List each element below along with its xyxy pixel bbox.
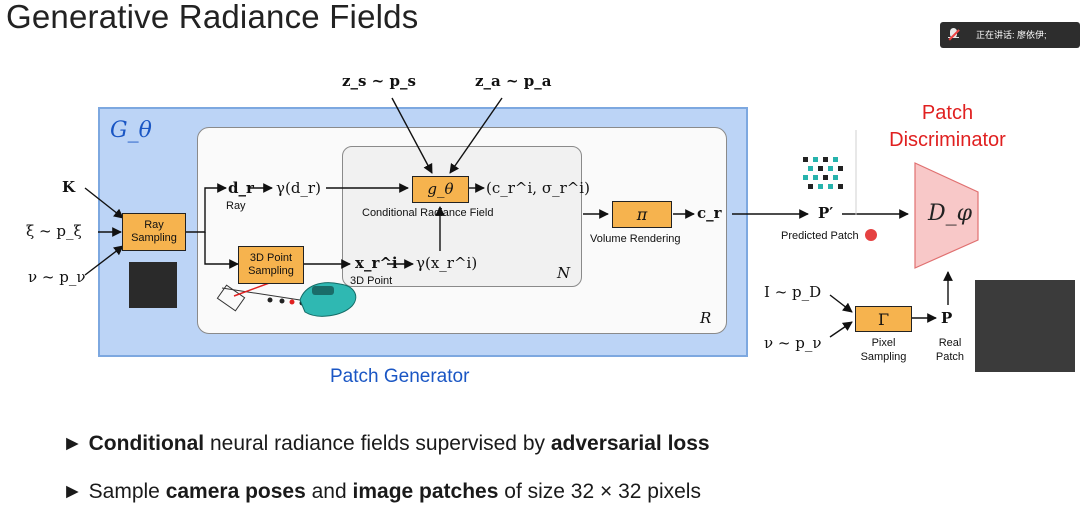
speaker-indicator: 正在讲话: 廖依伊;	[940, 22, 1080, 48]
bullet-arrow-icon: ►	[62, 432, 83, 455]
ray-label: Ray	[226, 200, 246, 212]
volume-rendering-box: π	[612, 201, 672, 228]
point-sampling-label: 3D Point Sampling	[248, 252, 294, 277]
patch-discriminator-label: Patch Discriminator	[889, 102, 1006, 151]
predicted-patch-symbol: P′	[818, 204, 834, 222]
shape-latent: z_s ~ p_s	[342, 72, 416, 90]
predicted-patch-label: Predicted Patch	[781, 230, 859, 242]
predicted-patch-icon	[803, 157, 843, 189]
point-encoding: γ(x_r^i)	[416, 254, 478, 272]
bullet-2-bold-1: camera poses	[165, 480, 306, 503]
intrinsics-input: K	[62, 178, 76, 196]
speaker-text: 正在讲话: 廖依伊;	[976, 30, 1047, 40]
bullet-1-text-1: neural radiance fields supervised by	[209, 432, 545, 455]
discriminator-shape	[914, 162, 979, 269]
bullet-1-bold-2: adversarial loss	[550, 432, 710, 455]
ray-direction: d_r	[228, 179, 254, 197]
bullet-2-text-3: of size 32 × 32 pixels	[504, 480, 701, 503]
ray-sampling-box: Ray Sampling	[122, 213, 186, 251]
radiance-field-box: g_θ	[412, 176, 469, 203]
discriminator-symbol: D_φ	[928, 201, 973, 226]
rays-count-label: R	[700, 309, 712, 327]
point-sampling-box: 3D Point Sampling	[238, 246, 304, 284]
volume-rendering-label: Volume Rendering	[590, 233, 681, 245]
rendered-color: c_r	[697, 204, 722, 222]
ray-sampling-thumbnail	[129, 262, 177, 308]
pose-input: ξ ~ p_ξ	[26, 222, 82, 240]
generator-symbol: G_θ	[110, 118, 152, 143]
bullet-2-text-2: and	[311, 480, 347, 503]
pixel-sampling-box: Γ	[855, 306, 912, 332]
bullet-2-bold-2: image patches	[352, 480, 499, 503]
bullet-1: ► Conditional neural radiance fields sup…	[62, 432, 710, 456]
pixel-sampling-label: Pixel Sampling	[860, 337, 907, 363]
bullet-2: ► Sample camera poses and image patches …	[62, 480, 701, 504]
ray-sampling-label: Ray Sampling	[131, 219, 177, 244]
point-batch-box	[342, 146, 582, 287]
real-image-thumbnail	[975, 280, 1075, 372]
slide-title: Generative Radiance Fields	[6, 0, 419, 35]
conditional-radiance-field-label: Conditional Radiance Field	[362, 207, 494, 219]
ray-encoding: γ(d_r)	[276, 179, 321, 197]
real-patch-symbol: P	[941, 309, 953, 327]
radiance-output: (c_r^i, σ_r^i)	[486, 179, 590, 197]
real-patch-label: Real Patch	[935, 337, 965, 363]
patch-generator-label: Patch Generator	[330, 366, 470, 387]
pixel-sampling-symbol: Γ	[877, 309, 890, 329]
scale-input: ν ~ p_ν	[28, 268, 86, 286]
point-position: x_r^i	[355, 254, 398, 272]
point-label: 3D Point	[350, 275, 393, 287]
radiance-field-symbol: g_θ	[427, 180, 454, 198]
ray-sampling-icon	[216, 281, 357, 317]
bullet-2-text-1: Sample	[88, 480, 160, 503]
bullet-1-bold-1: Conditional	[88, 432, 205, 455]
bullet-arrow-icon: ►	[62, 480, 83, 503]
points-count-label: N	[557, 264, 571, 282]
appearance-latent: z_a ~ p_a	[475, 72, 552, 90]
pixel-scale-input: ν ~ p_ν	[764, 334, 822, 352]
image-input: I ~ p_D	[764, 283, 822, 301]
volume-rendering-symbol: π	[636, 205, 648, 224]
laser-pointer-dot	[865, 229, 877, 241]
